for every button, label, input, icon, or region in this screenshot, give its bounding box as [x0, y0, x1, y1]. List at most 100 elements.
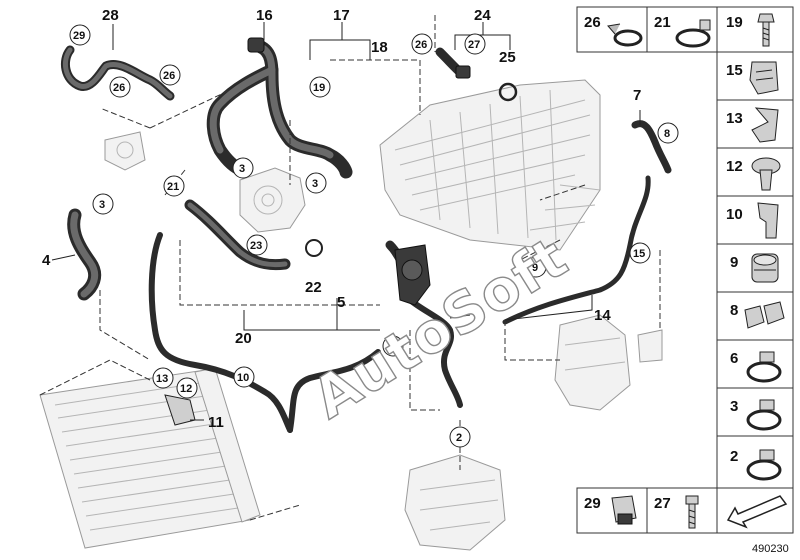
legend-num-19: 19 [726, 14, 743, 31]
expanding-rivet-icon [751, 157, 781, 191]
callout-25: 25 [499, 49, 516, 66]
bolt-icon [685, 495, 699, 529]
svg-text:3: 3 [239, 163, 245, 175]
reference-lines [39, 15, 661, 521]
legend-num-2: 2 [730, 448, 738, 465]
legend-num-3: 3 [730, 398, 738, 415]
svg-text:12: 12 [180, 383, 192, 395]
callout-22: 22 [305, 279, 322, 296]
callout-14: 14 [594, 307, 611, 324]
svg-text:10: 10 [237, 372, 249, 384]
legend-num-8: 8 [730, 302, 738, 319]
spring-band-clamp-icon [607, 23, 643, 47]
circled-callout-12: 12 [176, 377, 198, 399]
callout-1: 1 [474, 307, 482, 324]
legend-num-9: 9 [730, 254, 738, 271]
svg-text:26: 26 [415, 39, 427, 51]
bracket-clip-icon [749, 61, 779, 95]
hose-4 [67, 208, 102, 301]
heater-valve-outline [404, 454, 506, 551]
callout-16: 16 [256, 7, 273, 24]
callout-5: 5 [337, 294, 345, 311]
circled-callout-21: 21 [163, 175, 185, 197]
circled-callout-26a: 26 [109, 76, 131, 98]
svg-text:21: 21 [167, 181, 179, 193]
circled-callout-15: 15 [629, 242, 651, 264]
thermostat-housing-22 [394, 244, 431, 306]
hose-24 [435, 47, 518, 102]
circled-callout-29: 29 [69, 24, 91, 46]
hose-clamp-icon [675, 19, 711, 48]
expansion-tank-outline [554, 314, 663, 411]
circled-callout-23: 23 [246, 234, 268, 256]
quick-coupling-icon [751, 253, 779, 283]
svg-text:3: 3 [312, 178, 318, 190]
hose-clamp-icon [746, 351, 782, 383]
callout-4: 4 [42, 252, 51, 269]
pipe-14 [502, 175, 651, 325]
thermostat-bracket-outline [104, 131, 146, 171]
circled-callout-26b: 26 [159, 64, 181, 86]
circled-callout-3c: 3 [92, 193, 114, 215]
hose-7 [631, 120, 672, 174]
circled-callout-3a: 3 [232, 157, 254, 179]
svg-text:2: 2 [456, 432, 462, 444]
legend-num-6: 6 [730, 350, 738, 367]
svg-text:19: 19 [313, 82, 325, 94]
legend-bottom: 29 27 [576, 487, 794, 534]
double-clip-icon [744, 301, 785, 329]
hose-10-20 [148, 232, 381, 433]
svg-text:9: 9 [532, 262, 538, 274]
water-pump-outline [239, 167, 306, 233]
circled-callout-9: 9 [525, 256, 547, 278]
engine-block-outline [379, 79, 601, 251]
legend-num-15: 15 [726, 62, 743, 79]
svg-text:23: 23 [250, 240, 262, 252]
legend-num-29: 29 [584, 495, 601, 512]
legend-num-10: 10 [726, 206, 743, 223]
circled-callout-2: 2 [449, 426, 471, 448]
screw-icon [757, 13, 775, 47]
callouts: 28 16 17 18 24 25 7 4 22 5 1 14 20 11 29… [42, 7, 679, 448]
callout-18: 18 [371, 39, 388, 56]
legend-num-26: 26 [584, 14, 601, 31]
hoses-group [60, 37, 672, 433]
arrow-icon [726, 495, 788, 529]
callout-20: 20 [235, 330, 252, 347]
svg-text:13: 13 [156, 373, 168, 385]
svg-text:3: 3 [99, 199, 105, 211]
svg-text:27: 27 [468, 39, 480, 51]
clip-nut-icon [611, 495, 637, 525]
hose-clamp-icon [746, 399, 782, 431]
legend-num-21: 21 [654, 14, 671, 31]
svg-text:29: 29 [73, 30, 85, 42]
hose-clamp-icon [746, 449, 782, 481]
svg-text:26: 26 [113, 82, 125, 94]
svg-text:8: 8 [664, 128, 670, 140]
hose-23 [184, 199, 323, 271]
legend-num-13: 13 [726, 110, 743, 127]
watermark: AutoSoft [302, 225, 579, 432]
callout-17: 17 [333, 7, 350, 24]
circled-callout-3b: 3 [305, 172, 327, 194]
callout-11: 11 [208, 414, 224, 431]
legend-num-12: 12 [726, 158, 743, 175]
hose-16 [206, 37, 353, 179]
legend-side: 19 15 13 12 10 9 8 6 3 2 [716, 6, 794, 489]
hose-holder-icon [757, 202, 779, 239]
callout-7: 7 [633, 87, 641, 104]
svg-text:6: 6 [389, 341, 395, 353]
hose-28 [60, 45, 175, 101]
legend-top: 26 21 [576, 6, 718, 53]
circled-callout-6: 6 [382, 335, 404, 357]
document-number: 490230 [752, 543, 789, 555]
circled-callout-19: 19 [309, 76, 331, 98]
circled-callout-27: 27 [464, 33, 486, 55]
radiator-outline [39, 367, 261, 549]
circled-callout-26c: 26 [411, 33, 433, 55]
callout-28: 28 [102, 7, 119, 24]
callout-24: 24 [474, 7, 491, 24]
svg-text:15: 15 [633, 248, 645, 260]
circled-callout-8: 8 [657, 122, 679, 144]
